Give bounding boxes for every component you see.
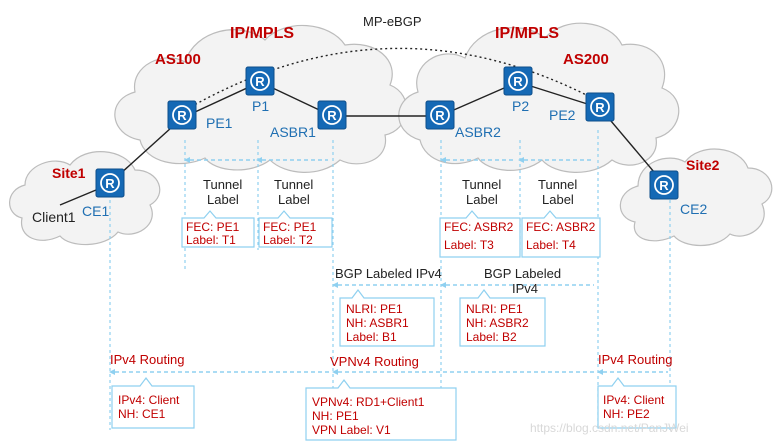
node-label-asbr2: ASBR2 <box>455 124 501 140</box>
bgp-box-left-line3: Label: B1 <box>346 330 397 344</box>
router-asbr1-icon: R <box>317 100 347 130</box>
router-p1-icon: R <box>245 66 275 96</box>
fec-box-1-line1: FEC: PE1 <box>186 220 240 234</box>
routing-box-left: IPv4: Client NH: CE1 <box>111 377 195 429</box>
router-ce2-icon: R <box>649 170 679 200</box>
router-pe1-icon: R <box>167 100 197 130</box>
node-label-ce2: CE2 <box>680 201 707 217</box>
bgp-arrows <box>332 282 594 288</box>
svg-text:R: R <box>435 108 445 123</box>
site-label-right: Site2 <box>686 157 720 173</box>
tunnel-label-4-line2: Label <box>542 192 574 207</box>
node-label-client: Client1 <box>32 209 76 225</box>
fec-box-1: FEC: PE1 Label: T1 <box>181 210 255 248</box>
svg-text:R: R <box>105 176 115 191</box>
node-label-p1: P1 <box>252 98 269 114</box>
bgp-box-left: NLRI: PE1 NH: ASBR1 Label: B1 <box>339 289 435 347</box>
bgp-box-right-line3: Label: B2 <box>466 330 517 344</box>
tunnel-label-1-line2: Label <box>207 192 239 207</box>
tunnel-label-1-line1: Tunnel <box>203 177 242 192</box>
node-label-ce1: CE1 <box>82 203 109 219</box>
bgp-box-right-line2: NH: ASBR2 <box>466 316 529 330</box>
watermark: https://blog.csdn.net/PanJWei <box>530 421 689 435</box>
cloud-as200 <box>398 22 680 173</box>
as-label-left: AS100 <box>155 51 201 68</box>
router-asbr2-icon: R <box>425 100 455 130</box>
routing-center-title: VPNv4 Routing <box>330 354 419 369</box>
bgp-box-right-line1: NLRI: PE1 <box>466 302 523 316</box>
fec-box-4-line1: FEC: ASBR2 <box>526 220 596 234</box>
routing-box-center-line3: VPN Label: V1 <box>312 423 391 437</box>
bgp-box-right: NLRI: PE1 NH: ASBR2 Label: B2 <box>459 289 546 347</box>
routing-box-center-line1: VPNv4: RD1+Client1 <box>312 395 425 409</box>
routing-arrows <box>109 369 668 375</box>
tunnel-label-1: Tunnel Label <box>203 177 242 207</box>
svg-text:R: R <box>659 178 669 193</box>
svg-text:R: R <box>177 108 187 123</box>
cloud-label-left: IP/MPLS <box>230 25 294 42</box>
site-label-left: Site1 <box>52 165 86 181</box>
tunnel-label-2-line1: Tunnel <box>274 177 313 192</box>
routing-box-left-line1: IPv4: Client <box>118 393 180 407</box>
tunnel-label-2-line2: Label <box>278 192 310 207</box>
tunnel-label-3-line1: Tunnel <box>462 177 501 192</box>
as-label-right: AS200 <box>563 51 609 68</box>
tunnel-label-4: Tunnel Label <box>538 177 577 207</box>
tunnel-label-4-line1: Tunnel <box>538 177 577 192</box>
routing-box-right-line1: IPv4: Client <box>603 393 665 407</box>
router-pe2-icon: R <box>585 92 615 122</box>
bgp-labeled-right-title-1: BGP Labeled <box>484 266 561 281</box>
cloud-label-right: IP/MPLS <box>495 25 559 42</box>
fec-box-1-line2: Label: T1 <box>186 233 236 247</box>
fec-box-4-line2: Label: T4 <box>526 238 576 252</box>
node-label-pe2: PE2 <box>549 107 576 123</box>
fec-box-3-line1: FEC: ASBR2 <box>444 220 514 234</box>
fec-box-2: FEC: PE1 Label: T2 <box>258 210 333 248</box>
fec-box-2-line1: FEC: PE1 <box>263 220 317 234</box>
routing-box-center: VPNv4: RD1+Client1 NH: PE1 VPN Label: V1 <box>305 379 457 441</box>
routing-left-title: IPv4 Routing <box>110 352 184 367</box>
svg-text:R: R <box>255 74 265 89</box>
routing-box-left-line2: NH: CE1 <box>118 407 166 421</box>
svg-text:R: R <box>513 74 523 89</box>
fec-box-3-line2: Label: T3 <box>444 238 494 252</box>
tunnel-label-2: Tunnel Label <box>274 177 313 207</box>
svg-text:R: R <box>595 100 605 115</box>
tunnel-label-3-line2: Label <box>466 192 498 207</box>
node-label-asbr1: ASBR1 <box>270 124 316 140</box>
mp-ebgp-arc <box>181 47 601 113</box>
fec-box-4: FEC: ASBR2 Label: T4 <box>521 210 601 258</box>
router-ce1-icon: R <box>95 168 125 198</box>
router-p2-icon: R <box>503 66 533 96</box>
routing-box-center-line2: NH: PE1 <box>312 409 359 423</box>
bgp-box-left-line1: NLRI: PE1 <box>346 302 403 316</box>
session-label: MP-eBGP <box>363 14 422 29</box>
cloud-as100 <box>114 24 407 173</box>
tunnel-arrows <box>184 157 594 163</box>
routing-box-right-line2: NH: PE2 <box>603 407 650 421</box>
routing-box-right: IPv4: Client NH: PE2 <box>597 377 677 429</box>
fec-box-3: FEC: ASBR2 Label: T3 <box>439 210 521 258</box>
node-label-p2: P2 <box>512 98 529 114</box>
bgp-box-left-line2: NH: ASBR1 <box>346 316 409 330</box>
svg-text:R: R <box>327 108 337 123</box>
routing-right-title: IPv4 Routing <box>598 352 672 367</box>
node-label-pe1: PE1 <box>206 115 233 131</box>
bgp-labeled-right-title-2: IPv4 <box>512 281 538 296</box>
tunnel-label-3: Tunnel Label <box>462 177 501 207</box>
bgp-labeled-left-title: BGP Labeled IPv4 <box>335 266 442 281</box>
fec-box-2-line2: Label: T2 <box>263 233 313 247</box>
